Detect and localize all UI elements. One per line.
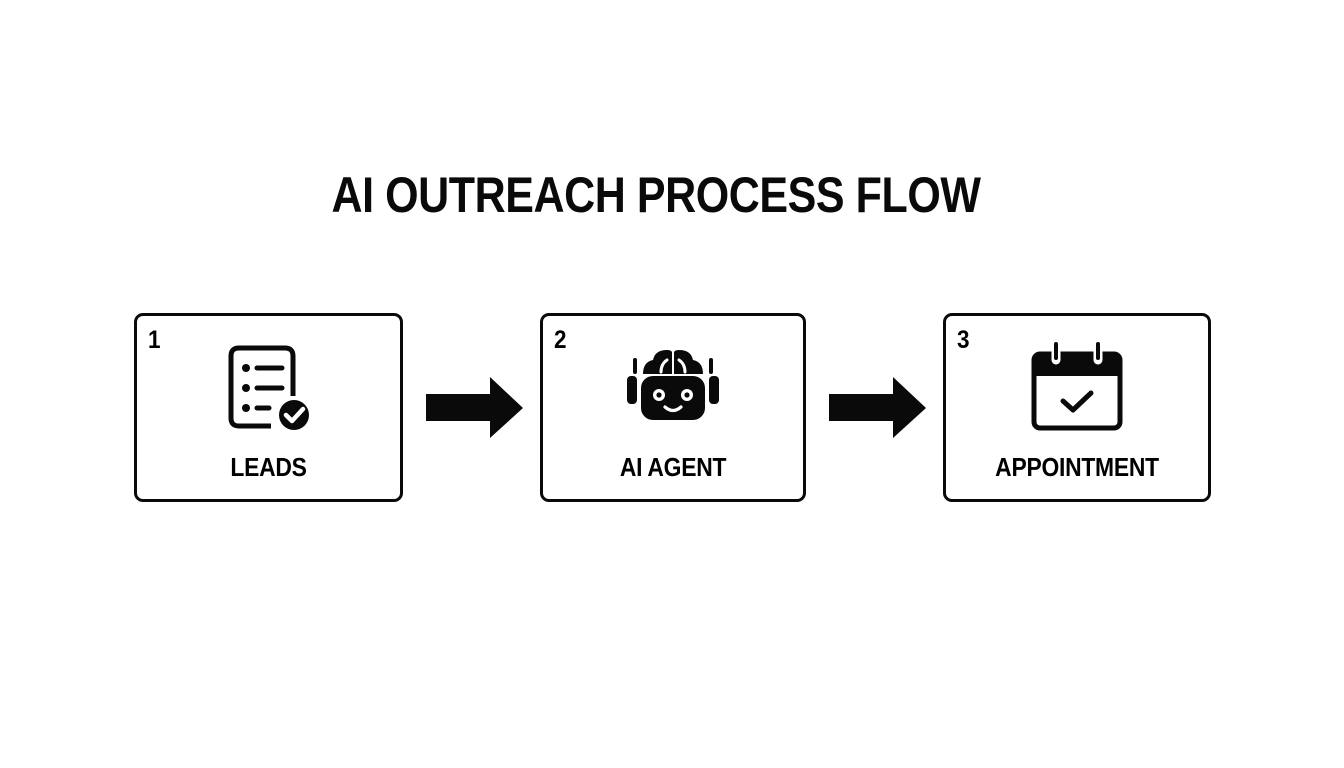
step-label: LEADS xyxy=(230,452,307,482)
calendar-check-icon xyxy=(1031,339,1123,431)
arrow-right-icon xyxy=(426,377,523,438)
step-number: 3 xyxy=(957,326,970,354)
checklist-icon xyxy=(228,345,312,433)
step-box-leads: 1 LEADS xyxy=(134,313,403,502)
step-box-ai-agent: 2 AI AGENT xyxy=(540,313,806,502)
step-number: 2 xyxy=(554,326,567,354)
arrow-right-icon xyxy=(829,377,926,438)
diagram-title: AI OUTREACH PROCESS FLOW xyxy=(331,167,981,223)
step-label: APPOINTMENT xyxy=(995,452,1159,482)
step-box-appointment: 3 APPOINTMENT xyxy=(943,313,1211,502)
step-label: AI AGENT xyxy=(619,452,727,482)
step-number: 1 xyxy=(148,326,161,354)
robot-brain-icon xyxy=(627,350,719,420)
